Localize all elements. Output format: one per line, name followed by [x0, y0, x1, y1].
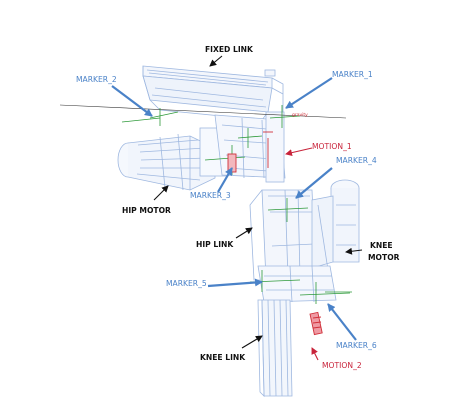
marker-1-glyph [269, 105, 301, 128]
fixed-link-arrow [209, 55, 223, 67]
knee-motor-arrow [345, 247, 363, 255]
motion-2-glyph [309, 311, 323, 336]
hip-link-arrow [235, 227, 253, 239]
fixed-link-body [142, 65, 284, 121]
marker-3-arrow [217, 167, 233, 193]
marker-5-label: MARKER_5 [166, 279, 207, 288]
marker-6-glyph [299, 282, 352, 304]
marker-4-label: MARKER_4 [336, 156, 377, 165]
knee-motor-label-line1: KNEE [370, 241, 393, 250]
marker-6-label: MARKER_6 [336, 341, 377, 350]
motion-glyphs [227, 131, 323, 336]
marker-3-label: MARKER_3 [190, 191, 231, 200]
motion-2-label: MOTION_2 [322, 361, 362, 370]
gravity-label: gravity [292, 112, 308, 118]
knee-motor-label-line2: MOTOR [368, 253, 400, 262]
hip-motor-label: HIP MOTOR [122, 206, 171, 215]
extra-marker-glyph [237, 128, 263, 148]
motion-2-arrow [311, 347, 319, 361]
callout-arrows [111, 55, 363, 361]
knee-link-label: KNEE LINK [200, 353, 246, 362]
knee-motor-body [311, 179, 360, 271]
knee-link-arrow [241, 335, 263, 349]
motion-1-arrow [285, 147, 313, 157]
marker-4-glyph [267, 198, 309, 222]
marker-6-arrow [327, 303, 357, 341]
hip-motor-body [117, 127, 227, 191]
fixed-link-label: FIXED LINK [205, 45, 254, 54]
marker-4-arrow [295, 167, 333, 199]
marker-2-label: MARKER_2 [76, 75, 117, 84]
marker-1-label: MARKER_1 [332, 70, 373, 79]
knee-link-body [257, 299, 293, 397]
marker-1-arrow [285, 77, 333, 109]
hip-joint-bracket [214, 111, 286, 183]
knee-joint-block [257, 265, 337, 303]
cad-model [117, 65, 360, 397]
motion-1-label: MOTION_1 [312, 142, 352, 151]
hip-link-body [249, 189, 317, 281]
labels: FIXED LINK HIP MOTOR HIP LINK KNEE MOTOR… [76, 45, 400, 370]
hip-link-label: HIP LINK [196, 240, 234, 249]
marker-2-glyph [121, 108, 179, 126]
hip-motor-arrow [153, 185, 169, 201]
marker-5-arrow [207, 278, 263, 288]
marker-2-arrow [111, 85, 153, 117]
